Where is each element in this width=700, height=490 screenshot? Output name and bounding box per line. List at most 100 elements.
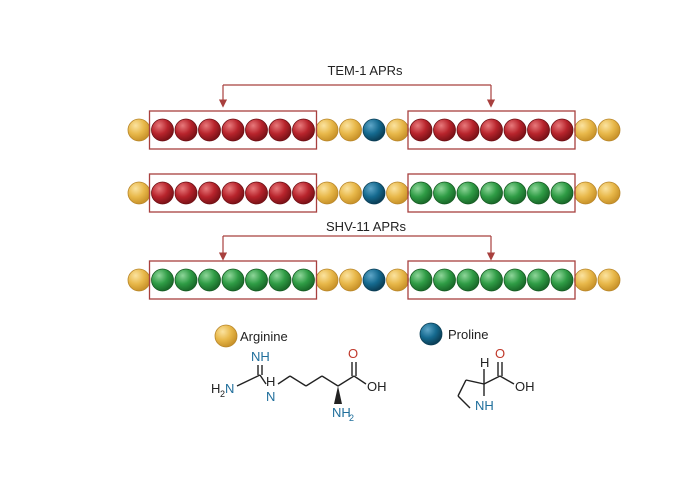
proline-bead xyxy=(362,268,386,292)
arg-h2n-n: N xyxy=(225,381,234,396)
proline-legend-label: Proline xyxy=(448,327,488,342)
arginine-bead xyxy=(386,268,409,292)
peptide-chain-1 xyxy=(127,110,621,150)
arginine-bead xyxy=(339,118,362,142)
arginine-bead xyxy=(339,181,362,205)
pro-nh: NH xyxy=(475,398,494,413)
green-apr-bead xyxy=(245,268,268,292)
green-apr-bead xyxy=(268,268,292,292)
arginine-bead xyxy=(597,181,621,205)
red-apr-bead xyxy=(245,118,268,142)
pro-carbonyl-o: O xyxy=(495,346,505,361)
red-apr-bead xyxy=(480,118,503,142)
arg-nh-n: N xyxy=(266,389,275,404)
arg-nh-top: NH xyxy=(251,349,270,364)
arginine-bead xyxy=(574,268,597,292)
green-apr-bead xyxy=(409,181,433,205)
peptide-chains xyxy=(127,110,621,300)
arginine-legend-label: Arginine xyxy=(240,329,288,344)
red-apr-bead xyxy=(503,118,527,142)
tem1-apr-label: TEM-1 APRs xyxy=(327,63,403,78)
arg-carbonyl-o: O xyxy=(348,346,358,361)
arginine-bead xyxy=(127,268,151,292)
red-apr-bead xyxy=(221,181,245,205)
red-apr-bead xyxy=(174,118,198,142)
apr-box-left xyxy=(148,173,318,213)
green-apr-bead xyxy=(433,268,456,292)
green-apr-bead xyxy=(221,268,245,292)
red-apr-bead xyxy=(198,181,221,205)
red-apr-bead xyxy=(456,118,480,142)
proline-atom-labels: H O OH NH xyxy=(475,346,535,413)
proline-bead xyxy=(362,181,386,205)
green-apr-bead xyxy=(480,268,503,292)
arg-oh: OH xyxy=(367,379,387,394)
green-apr-bead xyxy=(198,268,221,292)
red-apr-bead xyxy=(550,118,574,142)
pro-h: H xyxy=(480,355,489,370)
arginine-bead-icon xyxy=(214,324,238,348)
red-apr-bead xyxy=(151,118,174,142)
green-apr-bead xyxy=(433,181,456,205)
shv11-arrow-connector xyxy=(218,235,496,261)
green-apr-bead xyxy=(174,268,198,292)
arginine-bead xyxy=(315,181,339,205)
arginine-bead xyxy=(574,118,597,142)
red-apr-bead xyxy=(268,181,292,205)
red-apr-bead xyxy=(151,181,174,205)
red-apr-bead xyxy=(268,118,292,142)
green-apr-bead xyxy=(292,268,315,292)
arg-nh2-n: NH xyxy=(332,405,351,420)
red-apr-bead xyxy=(198,118,221,142)
arginine-bead xyxy=(597,118,621,142)
green-apr-bead xyxy=(456,268,480,292)
arginine-wedge-bond xyxy=(334,386,342,404)
arginine-bead xyxy=(597,268,621,292)
apr-box-right xyxy=(407,173,576,213)
arginine-bead xyxy=(315,268,339,292)
shv11-apr-label: SHV-11 APRs xyxy=(326,219,406,234)
arg-nh2-sub: 2 xyxy=(349,413,354,423)
green-apr-bead xyxy=(550,268,574,292)
green-apr-bead xyxy=(503,268,527,292)
pro-oh: OH xyxy=(515,379,535,394)
green-apr-bead xyxy=(527,181,550,205)
arginine-bead xyxy=(127,181,151,205)
arg-h2n-h: H xyxy=(211,381,220,396)
apr-box-left xyxy=(148,260,318,300)
proline-bead xyxy=(362,118,386,142)
red-apr-bead xyxy=(245,181,268,205)
red-apr-bead xyxy=(174,181,198,205)
green-apr-bead xyxy=(151,268,174,292)
arginine-bead xyxy=(339,268,362,292)
green-apr-bead xyxy=(456,181,480,205)
green-apr-bead xyxy=(409,268,433,292)
arginine-bead xyxy=(386,181,409,205)
apr-box-left xyxy=(148,110,318,150)
red-apr-bead xyxy=(292,181,315,205)
red-apr-bead xyxy=(527,118,550,142)
legend-arginine: Arginine xyxy=(214,324,288,348)
arginine-atom-labels: NH H 2 N H N O OH NH 2 xyxy=(211,346,387,423)
arg-h2n-sub: 2 xyxy=(220,389,225,399)
red-apr-bead xyxy=(433,118,456,142)
proline-bead-icon xyxy=(419,322,443,346)
arg-nh-h: H xyxy=(266,374,275,389)
legend-proline: Proline xyxy=(419,322,488,346)
apr-box-right xyxy=(407,260,576,300)
arginine-structure xyxy=(236,362,367,387)
apr-box-right xyxy=(407,110,576,150)
arginine-bead xyxy=(315,118,339,142)
green-apr-bead xyxy=(503,181,527,205)
red-apr-bead xyxy=(221,118,245,142)
arginine-bead xyxy=(574,181,597,205)
red-apr-bead xyxy=(409,118,433,142)
arginine-bead xyxy=(386,118,409,142)
green-apr-bead xyxy=(527,268,550,292)
tem1-arrow-connector xyxy=(218,84,496,108)
proline-structure xyxy=(457,362,515,409)
green-apr-bead xyxy=(550,181,574,205)
green-apr-bead xyxy=(480,181,503,205)
red-apr-bead xyxy=(292,118,315,142)
